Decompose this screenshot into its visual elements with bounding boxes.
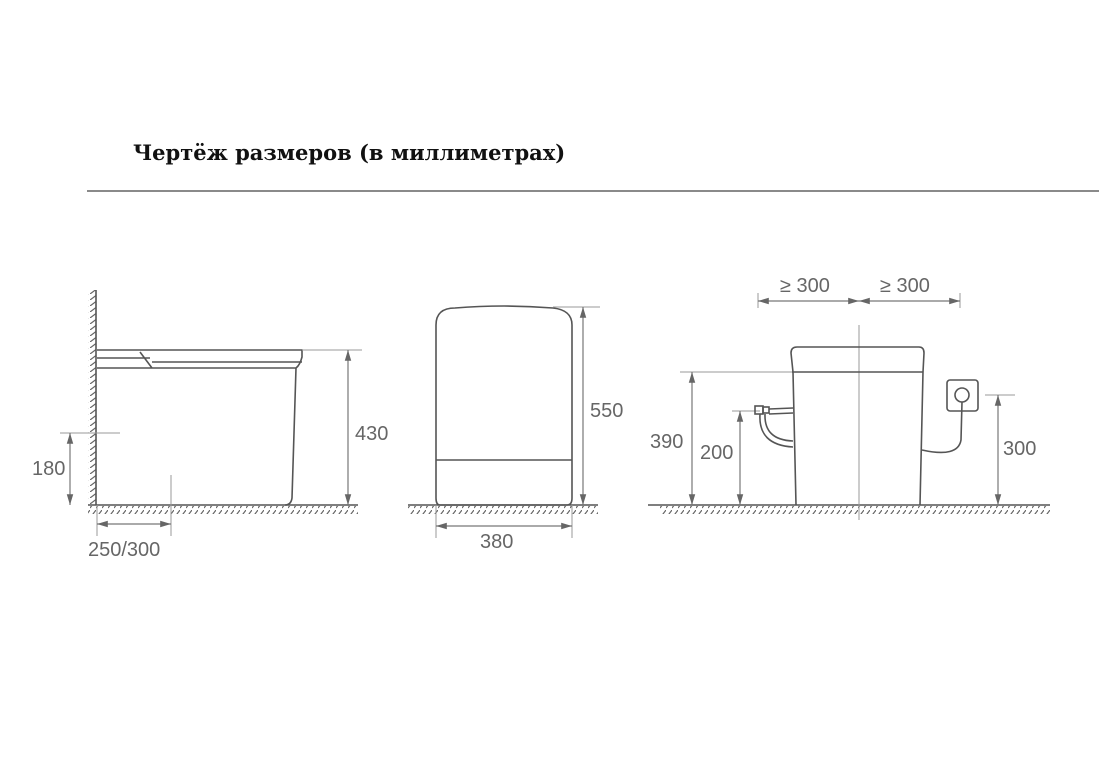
dim-width-380: 380: [480, 531, 513, 553]
dim-clearance-right: ≥ 300: [880, 275, 930, 297]
dim-seat-390: 390: [650, 431, 683, 453]
wall-hatch: [88, 290, 96, 505]
toilet-side-outline: [97, 349, 303, 506]
dim-socket-300: 300: [1003, 438, 1036, 460]
dim-height-430: 430: [355, 423, 388, 445]
dim-inlet-200: 200: [700, 442, 733, 464]
dim-height-550: 550: [590, 400, 623, 422]
rear-view: ≥ 300 ≥ 300 390 200 300: [648, 275, 1050, 520]
page-title: Чертёж размеров (в миллиметрах): [133, 140, 566, 165]
toilet-rear-outline: [790, 346, 925, 506]
title-divider: [87, 190, 1099, 192]
dim-wall-distance: 250/300: [88, 539, 160, 561]
dim-clearance-left: ≥ 300: [780, 275, 830, 297]
dim-outlet-180: 180: [32, 458, 65, 480]
power-socket-icon: [921, 379, 979, 454]
front-view: 550 380: [408, 305, 623, 553]
side-view: 430 180 250/300: [32, 290, 388, 561]
toilet-front-outline: [435, 305, 573, 506]
floor-hatch: [88, 506, 358, 514]
water-valve-icon: [754, 405, 794, 448]
